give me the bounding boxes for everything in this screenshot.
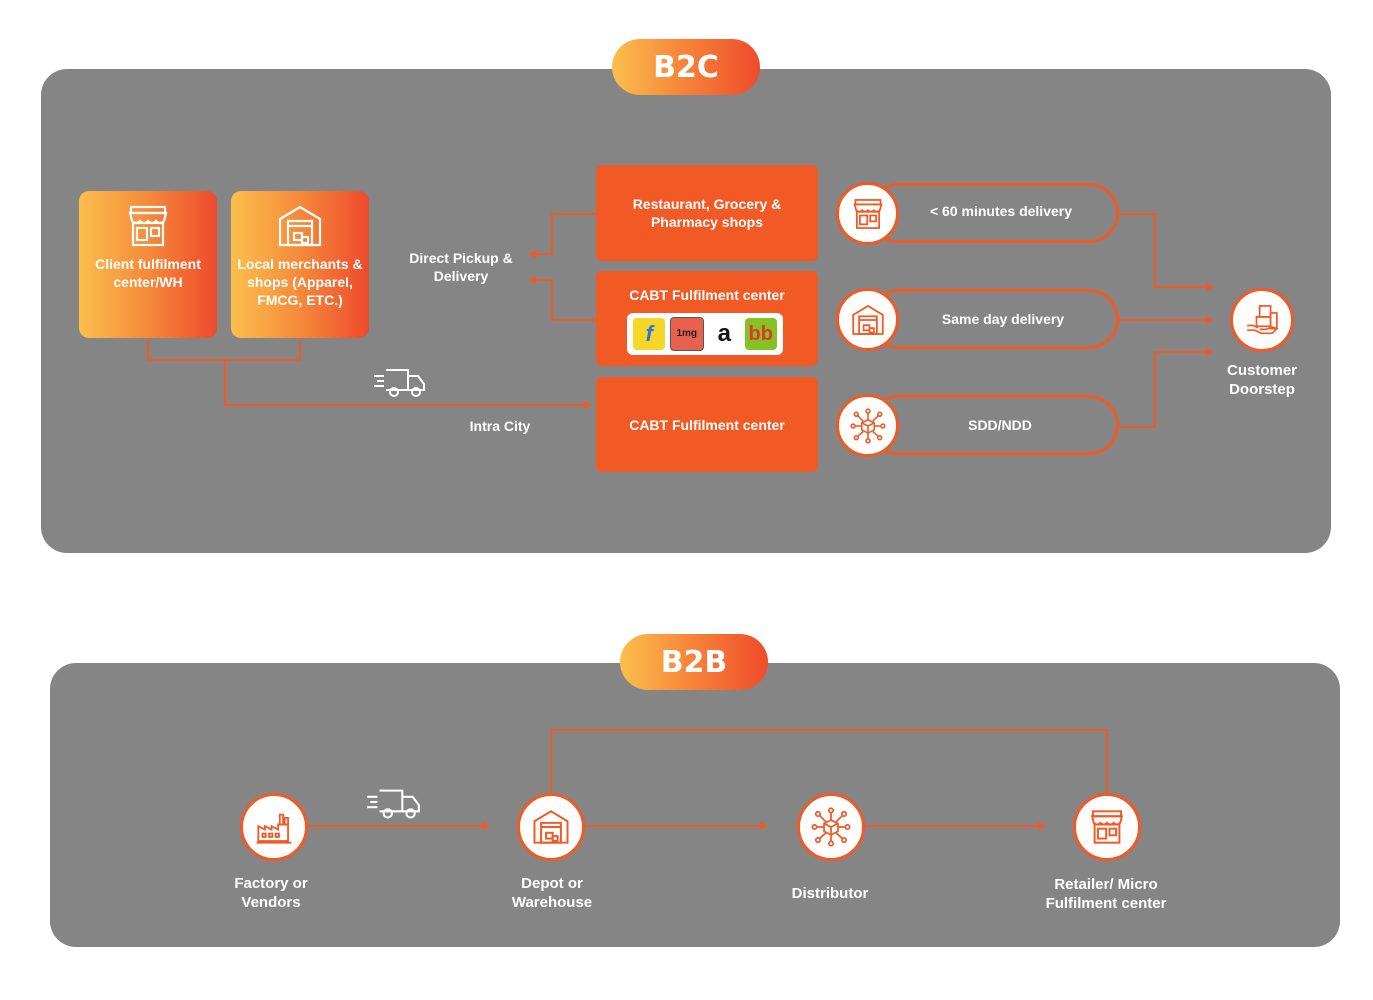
source-local-merchants: Local merchants & shops (Apparel, FMCG, … xyxy=(231,191,369,338)
amazon-logo: a xyxy=(708,318,741,350)
delivery-truck-icon xyxy=(367,789,420,819)
b2b-title: B2B xyxy=(620,634,768,690)
delivery-truck-icon xyxy=(374,369,425,397)
warehouse-icon xyxy=(278,205,322,247)
delivery-label: < 60 minutes delivery xyxy=(929,203,1073,219)
center-restaurant-grocery: Restaurant, Grocery & Pharmacy shops xyxy=(596,165,818,261)
flipkart-logo: f xyxy=(633,318,666,350)
b2b-node-label: Depot or Warehouse xyxy=(511,875,593,911)
customer-doorstep-circle xyxy=(1230,288,1294,352)
customer-doorstep-label: Customer Doorstep xyxy=(1226,362,1297,398)
b2b-node-label: Distributor xyxy=(791,885,869,902)
delivery-track-sameday xyxy=(868,289,1119,349)
b2b-node-label: Retailer/ Micro Fulfilment center xyxy=(1045,876,1167,912)
package-hand-icon xyxy=(1247,305,1279,335)
warehouse-icon xyxy=(533,810,569,844)
center-label: CABT Fulfilment center xyxy=(629,287,785,303)
intra-city-label: Intra City xyxy=(469,418,531,434)
factory-icon xyxy=(256,813,292,844)
direct-pickup-label: Direct Pickup & Delivery xyxy=(409,250,513,284)
b2b-node-distributor xyxy=(797,793,865,861)
bigbasket-logo: bb xyxy=(744,318,777,350)
partner-logos: f 1mg a bb xyxy=(627,313,783,355)
center-cabt-intracity: CABT Fulfilment center xyxy=(596,377,818,472)
delivery-circle-sameday xyxy=(836,288,899,351)
b2b-node-depot xyxy=(517,793,585,861)
center-label: CABT Fulfilment center xyxy=(629,416,785,433)
delivery-track-60min xyxy=(868,183,1119,243)
tmg-logo: 1mg xyxy=(669,317,704,351)
delivery-arrow-3 xyxy=(1118,348,1214,428)
store-icon xyxy=(853,198,882,229)
store-icon xyxy=(128,205,168,247)
center-cabt-ecommerce: CABT Fulfilment center f 1mg a bb xyxy=(596,271,818,366)
intra-city-arrow xyxy=(224,360,592,409)
delivery-track-sdd xyxy=(868,395,1119,455)
delivery-label: Same day delivery xyxy=(941,311,1065,327)
store-icon xyxy=(1090,810,1124,844)
warehouse-icon xyxy=(851,304,884,335)
delivery-label: SDD/NDD xyxy=(968,417,1032,433)
center-label: Restaurant, Grocery & Pharmacy shops xyxy=(632,196,782,230)
direct-pickup-arrow-2 xyxy=(528,276,596,321)
b2b-node-retailer xyxy=(1073,793,1141,861)
direct-pickup-arrow-1 xyxy=(528,213,596,258)
network-icon xyxy=(849,407,886,444)
source-label: Local merchants & shops (Apparel, FMCG, … xyxy=(237,256,363,308)
delivery-circle-sdd xyxy=(836,394,899,457)
b2c-title: B2C xyxy=(612,39,760,95)
source-client-fulfilment: Client fulfilment center/WH xyxy=(79,191,217,338)
network-icon xyxy=(811,807,851,847)
delivery-circle-60min xyxy=(836,182,899,245)
source-label: Client fulfilment center/WH xyxy=(95,256,201,290)
b2b-node-factory xyxy=(240,793,308,861)
b2b-node-label: Factory or Vendors xyxy=(234,875,308,911)
delivery-arrow-1 xyxy=(1118,213,1214,291)
